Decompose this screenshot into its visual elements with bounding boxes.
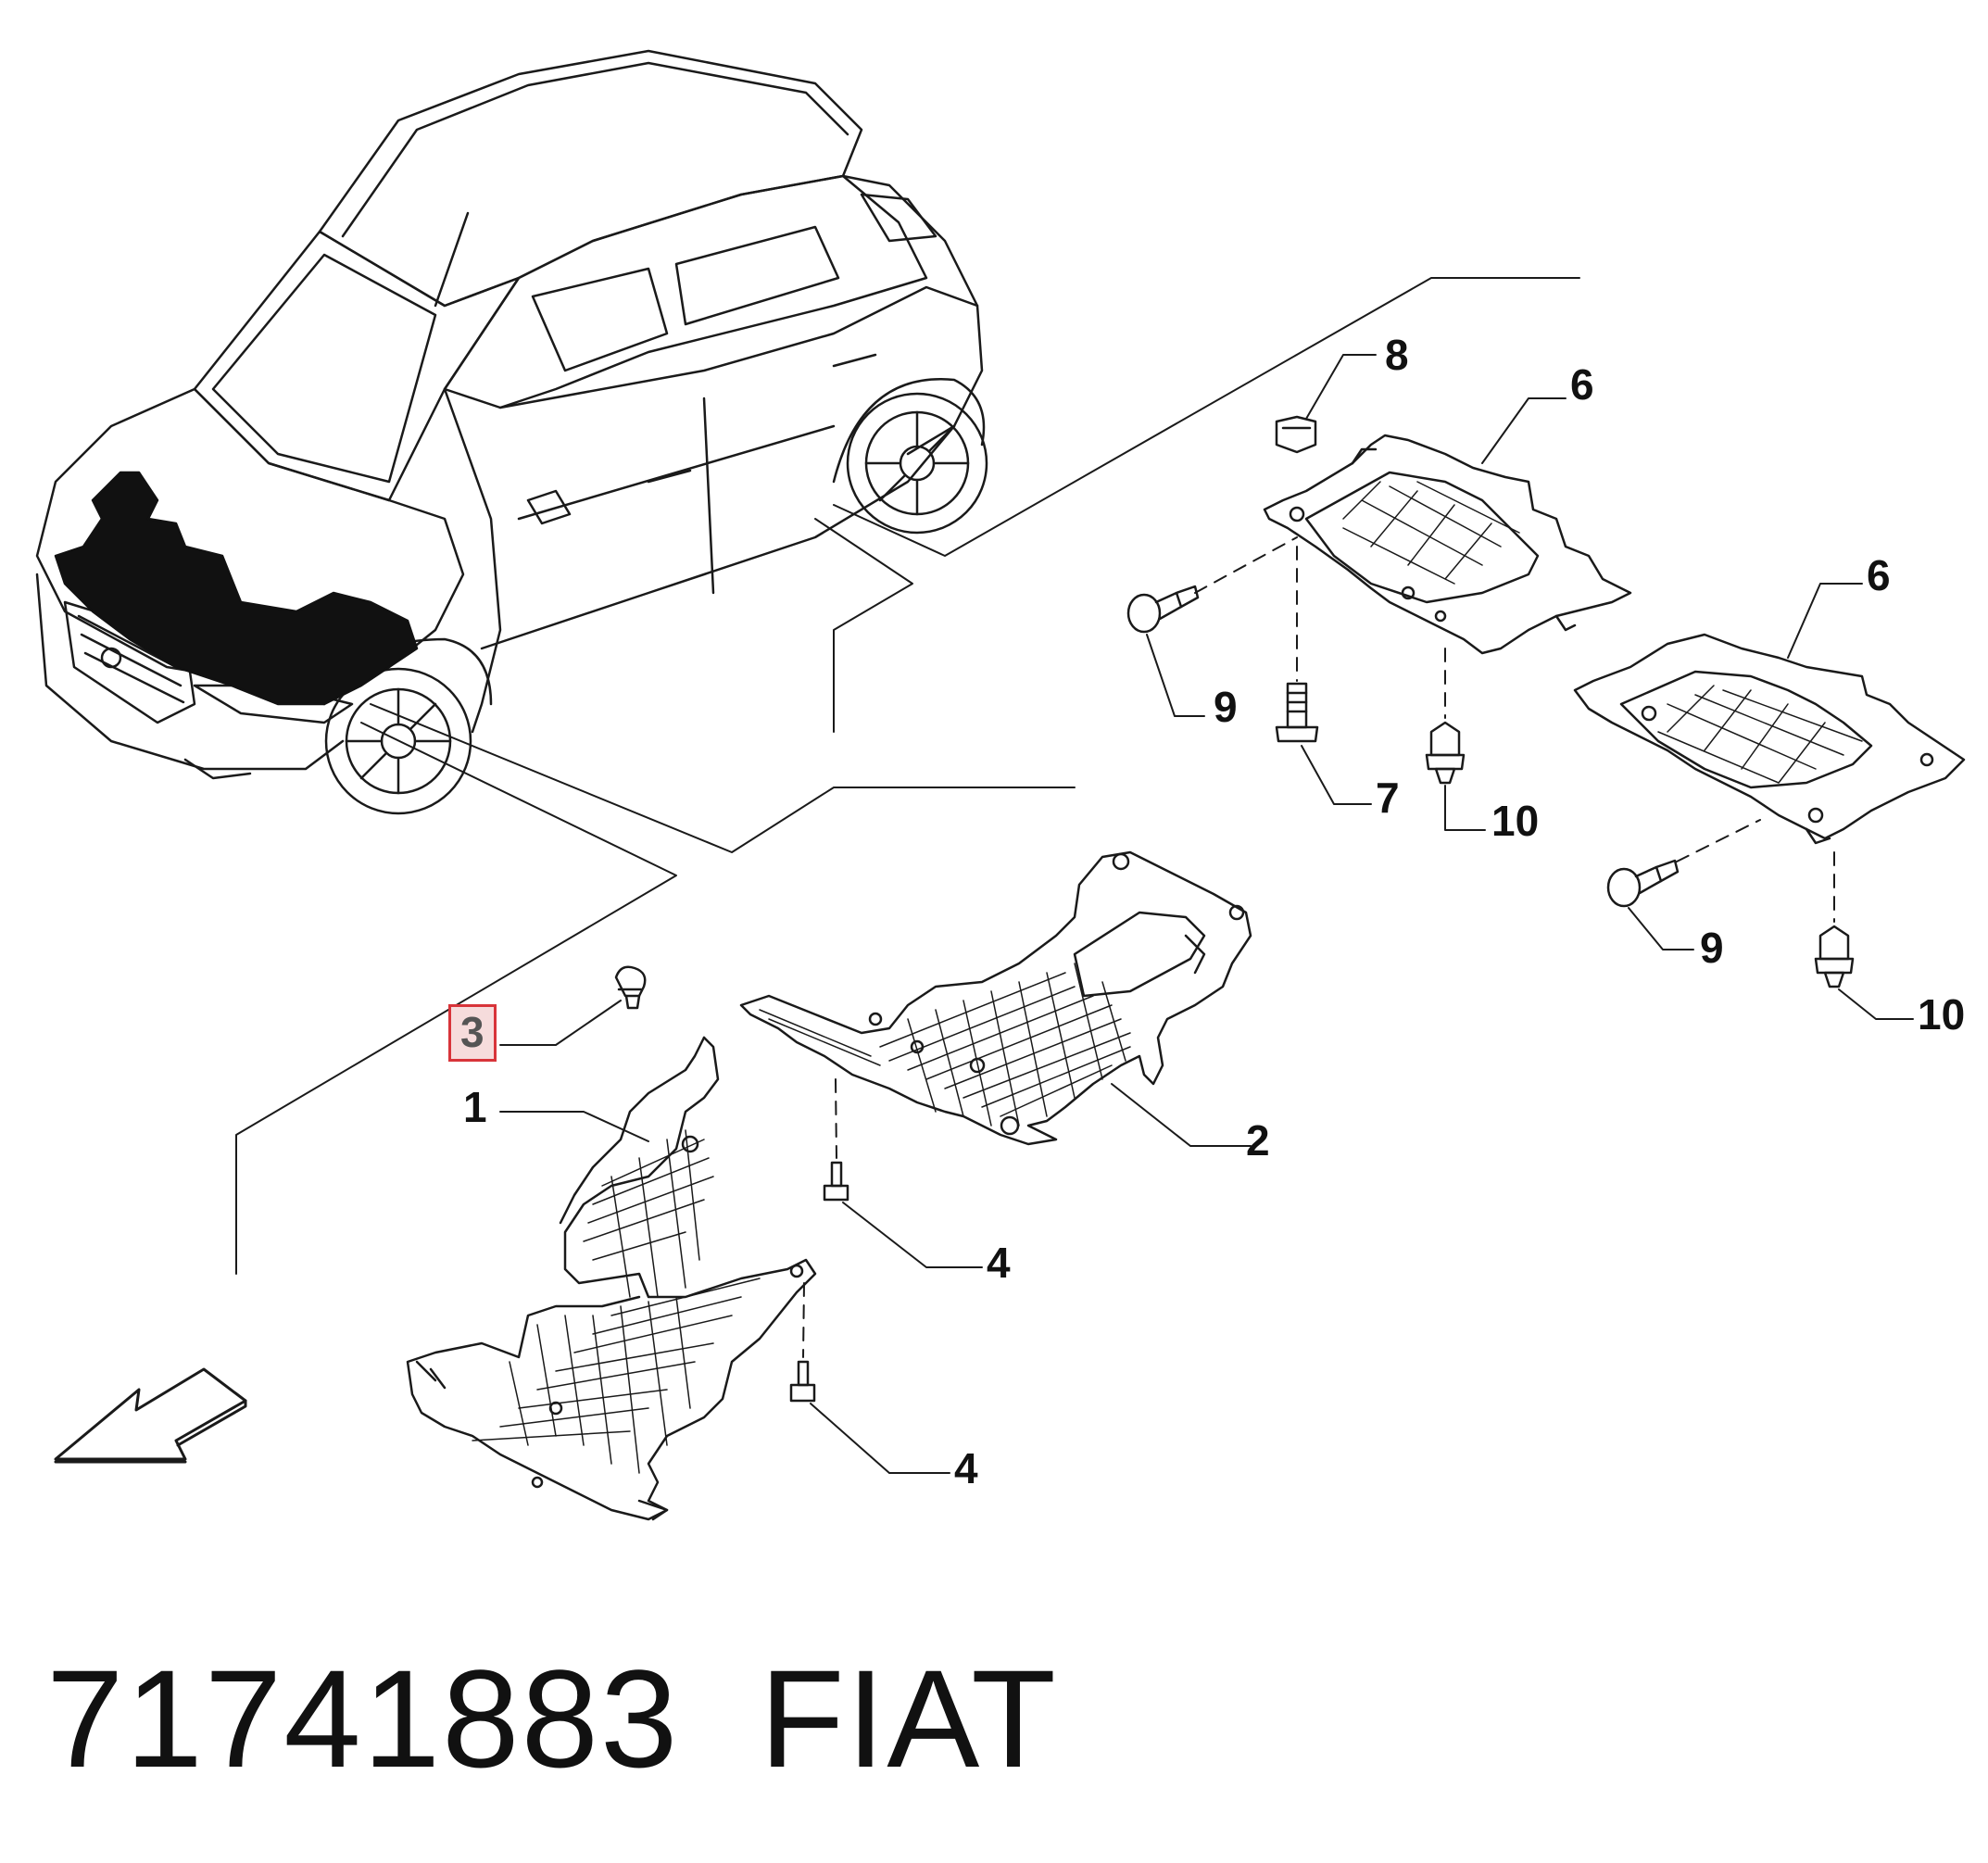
callout-8: 8 [1385, 331, 1409, 379]
brand-name: FIAT [760, 1641, 1058, 1796]
callout-4-upper: 4 [987, 1239, 1011, 1287]
part-4-bolt-upper [823, 1161, 849, 1202]
callout-leader-lines [499, 354, 1914, 1474]
callout-6-lower: 6 [1867, 551, 1891, 599]
callout-9-upper: 9 [1214, 683, 1238, 731]
part-9-screw-upper [1126, 585, 1200, 634]
callout-1: 1 [463, 1083, 487, 1131]
part-10-plug-upper [1425, 721, 1466, 785]
part-1-front-undercover [406, 1036, 817, 1521]
callout-4-lower: 4 [954, 1444, 978, 1492]
callout-10-upper: 10 [1491, 797, 1540, 845]
part-7-bolt [1275, 682, 1319, 743]
part-2-central-undercover [739, 850, 1252, 1146]
part-4-bolt-lower [789, 1360, 816, 1403]
callout-10-lower: 10 [1918, 990, 1966, 1038]
part-6-rear-undercover-lower [1573, 633, 1966, 845]
fasteners [614, 415, 1855, 1403]
part-3-clip [614, 965, 647, 1010]
callout-7: 7 [1376, 774, 1400, 822]
part-9-screw-lower [1606, 859, 1680, 908]
part-number: 71741883 [46, 1641, 680, 1796]
callout-9-lower: 9 [1700, 924, 1724, 972]
callout-2: 2 [1246, 1116, 1270, 1164]
front-direction-arrow-icon [54, 1367, 247, 1464]
car-illustration [35, 49, 988, 815]
part-6-rear-undercover-upper [1263, 434, 1632, 655]
part-10-plug-lower [1814, 925, 1855, 988]
assembly-dashed-lines [802, 536, 1835, 1358]
callout-6-upper: 6 [1570, 360, 1594, 409]
callout-3: 3 [448, 1004, 497, 1062]
part-8-clip-nut [1275, 415, 1317, 454]
